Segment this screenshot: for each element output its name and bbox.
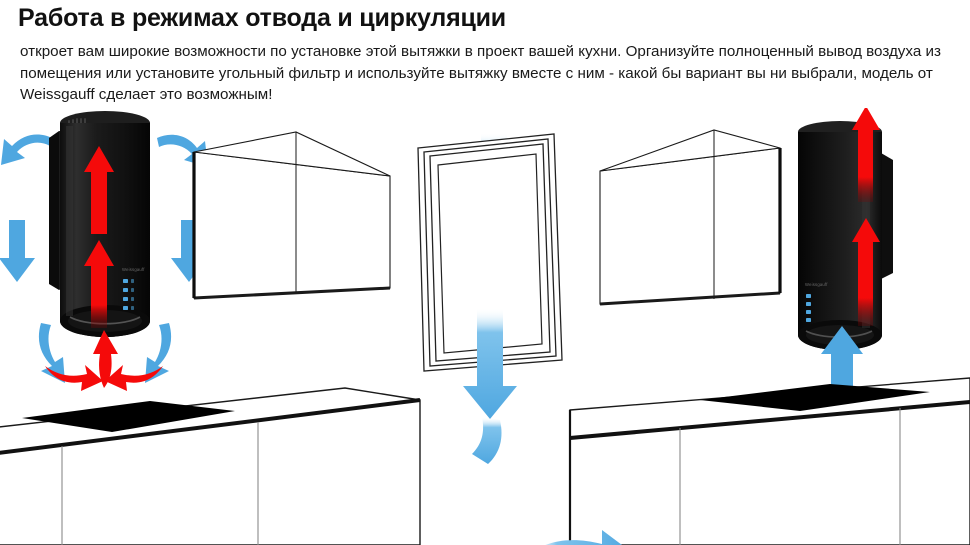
wall-cabinet-left-top: [193, 131, 391, 177]
wall-cabinet-right-top: [599, 129, 781, 172]
red-arrow-up-lower-left: [84, 240, 114, 328]
right-scene-extraction: Weissgauff: [472, 108, 970, 545]
wall-cabinet-left-shadow: [193, 286, 391, 300]
red-airflow-arrows-right: [852, 108, 880, 326]
red-return-arrows-left: [45, 330, 163, 391]
red-arrow-up-upper-right: [852, 108, 880, 202]
cooker-hood-right: Weissgauff: [798, 121, 893, 350]
blue-arrow-left-down: [0, 220, 35, 282]
hood-brand-left: Weissgauff: [122, 267, 145, 272]
wall-cabinet-right: [599, 129, 782, 306]
countertop-left: [0, 387, 421, 545]
countertop-right: [568, 377, 970, 545]
blue-arrow-out-of-filter: [463, 308, 517, 419]
wall-cabinet-left-front: [193, 151, 391, 299]
red-arrow-up-lower-right: [852, 218, 880, 326]
blue-arrow-curve-bottom-right: [145, 323, 172, 383]
blue-arrow-curve-top-left: [1, 134, 52, 165]
hood-control-panel-right[interactable]: [806, 294, 811, 322]
blue-room-air-arrows-right: [472, 417, 622, 545]
left-scene-recirculation: Weissgauff: [0, 111, 421, 545]
blue-arrow-curve-bottom-left: [38, 323, 65, 383]
red-arrow-center-down: [93, 330, 118, 388]
hood-control-panel-left[interactable]: [123, 279, 134, 310]
counter-right-edge-shadow: [569, 400, 970, 440]
red-airflow-arrows-left: [84, 146, 114, 328]
center-filter-group: [417, 133, 563, 419]
charcoal-filter-cassette: [417, 133, 563, 372]
red-arrow-curve-right: [105, 365, 163, 391]
blue-arrow-from-window: [472, 417, 502, 464]
description-paragraph: откроет вам широкие возможности по устан…: [20, 43, 941, 103]
blue-arrow-into-hood-right: [821, 326, 863, 400]
counter-left-edge-shadow: [0, 398, 421, 455]
red-arrow-curve-left: [45, 365, 103, 391]
red-arrow-up-upper-left: [84, 146, 114, 234]
wall-cabinet-left: [192, 131, 391, 300]
filter-frame-inner: [437, 153, 543, 354]
page-title: Работа в режимах отвода и циркуляции: [18, 4, 506, 32]
wall-cabinet-right-front: [599, 147, 781, 305]
illustration-diagram: Weissgauff: [0, 108, 970, 545]
wall-cabinet-right-shadow: [599, 291, 781, 306]
hood-highlight-left: [66, 126, 73, 316]
blue-arrow-room-left: [545, 530, 622, 545]
cooktop-right: [700, 384, 930, 411]
cooktop-left: [22, 401, 235, 432]
hood-brand-right: Weissgauff: [805, 282, 828, 287]
diagram-svg: Weissgauff: [0, 108, 970, 545]
page-description: откроет вам широкие возможности по устан…: [20, 41, 950, 106]
